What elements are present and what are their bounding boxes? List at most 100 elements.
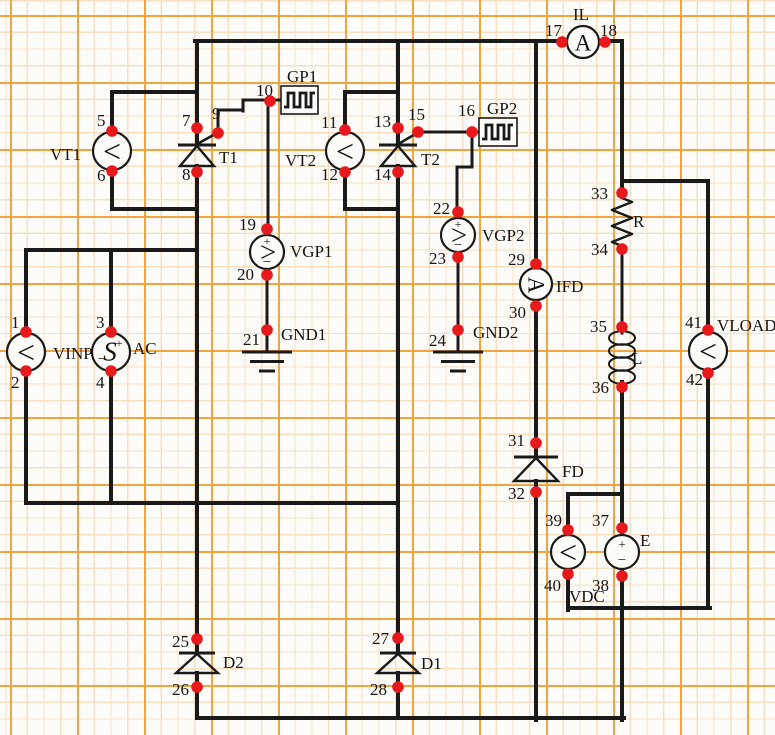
node-dot-41[interactable] <box>702 324 714 336</box>
d1-label: D1 <box>421 654 442 673</box>
node-dot-37[interactable] <box>616 522 628 534</box>
node-number-7: 7 <box>182 111 191 130</box>
node-dot-38[interactable] <box>616 570 628 582</box>
node-number-14: 14 <box>374 165 391 184</box>
t2-symbol[interactable] <box>378 143 418 168</box>
gnd1-symbol[interactable] <box>242 350 292 373</box>
node-dot-6[interactable] <box>106 165 118 177</box>
gnd1-label: GND1 <box>281 325 327 344</box>
node-number-30: 30 <box>509 303 526 322</box>
node-dot-11[interactable] <box>339 124 351 136</box>
r-label: R <box>633 212 645 231</box>
node-dot-12[interactable] <box>339 166 351 178</box>
node-dot-21[interactable] <box>261 324 273 336</box>
node-number-37: 37 <box>592 511 609 530</box>
vt2-glyph-glyph: < <box>335 133 355 169</box>
vt2-label: VT2 <box>285 151 317 170</box>
node-number-32: 32 <box>508 484 525 503</box>
node-dot-18[interactable] <box>599 36 611 48</box>
ac-label: AC <box>133 339 157 358</box>
node-number-5: 5 <box>97 111 106 130</box>
node-dot-17[interactable] <box>556 36 568 48</box>
node-dot-5[interactable] <box>106 125 118 137</box>
node-dot-28[interactable] <box>392 681 404 693</box>
t2-label: T2 <box>421 150 440 169</box>
node-dot-1[interactable] <box>20 326 32 338</box>
vgp1-minus-glyph: − <box>262 254 272 271</box>
vgp1-glyph-glyph: > <box>259 236 277 269</box>
node-dot-29[interactable] <box>530 258 542 270</box>
node-dot-15[interactable] <box>412 126 424 138</box>
node-dot-31[interactable] <box>530 437 542 449</box>
vinp-label: VINP <box>53 344 93 363</box>
l-label: L <box>632 349 643 368</box>
node-number-39: 39 <box>545 511 562 530</box>
node-number-33: 33 <box>591 184 608 203</box>
vgp1-symbol[interactable] <box>248 233 286 271</box>
vgp2-label: VGP2 <box>482 226 525 245</box>
node-number-18: 18 <box>600 21 617 40</box>
d2-symbol[interactable] <box>172 651 222 675</box>
vdc-label: VDC <box>569 587 605 606</box>
node-dot-27[interactable] <box>392 632 404 644</box>
node-dot-3[interactable] <box>105 326 117 338</box>
vinp-glyph-glyph: < <box>16 334 36 370</box>
node-number-40: 40 <box>544 576 561 595</box>
node-dot-36[interactable] <box>616 381 628 393</box>
node-number-24: 24 <box>429 331 446 350</box>
vt1-label: VT1 <box>50 145 82 164</box>
node-dot-22[interactable] <box>452 206 464 218</box>
gnd2-symbol[interactable] <box>433 350 483 373</box>
gp2-label: GP2 <box>487 99 518 118</box>
e-symbol[interactable] <box>603 533 641 571</box>
node-dot-19[interactable] <box>261 223 273 235</box>
node-dot-32[interactable] <box>530 486 542 498</box>
node-dot-39[interactable] <box>562 524 574 536</box>
il-label: IL <box>573 5 590 24</box>
node-dot-42[interactable] <box>702 367 714 379</box>
vgp1-plus-glyph: + <box>263 234 271 248</box>
node-dot-33[interactable] <box>616 187 628 199</box>
node-dot-13[interactable] <box>392 122 404 134</box>
node-dot-35[interactable] <box>616 321 628 333</box>
node-dot-23[interactable] <box>452 251 464 263</box>
node-dot-10[interactable] <box>264 95 276 107</box>
node-dot-34[interactable] <box>616 243 628 255</box>
node-dot-7[interactable] <box>191 122 203 134</box>
vt1-glyph-glyph: < <box>102 133 122 169</box>
node-number-27: 27 <box>372 629 389 648</box>
vdc-glyph-glyph: < <box>558 534 578 570</box>
node-dot-14[interactable] <box>392 166 404 178</box>
node-dot-26[interactable] <box>191 681 203 693</box>
node-dot-40[interactable] <box>562 568 574 580</box>
node-dot-16[interactable] <box>466 126 478 138</box>
node-number-29: 29 <box>508 250 525 269</box>
node-number-4: 4 <box>96 373 105 392</box>
node-dot-8[interactable] <box>191 166 203 178</box>
ifd-glyph-glyph: A <box>523 276 549 294</box>
node-dot-20[interactable] <box>261 269 273 281</box>
node-number-25: 25 <box>172 632 189 651</box>
node-dot-30[interactable] <box>530 300 542 312</box>
node-dot-4[interactable] <box>105 365 117 377</box>
node-number-10: 10 <box>256 81 273 100</box>
d1-symbol[interactable] <box>373 651 423 675</box>
il-glyph-glyph: A <box>574 30 592 56</box>
t1-symbol[interactable] <box>177 143 217 168</box>
node-number-34: 34 <box>591 240 608 259</box>
node-dot-25[interactable] <box>191 633 203 645</box>
node-number-2: 2 <box>11 373 20 392</box>
node-number-11: 11 <box>321 113 338 132</box>
node-number-22: 22 <box>433 199 450 218</box>
node-number-28: 28 <box>370 680 387 699</box>
gp1-symbol[interactable] <box>280 85 319 115</box>
node-dot-9[interactable] <box>212 127 224 139</box>
node-dot-24[interactable] <box>452 324 464 336</box>
node-number-8: 8 <box>182 165 191 184</box>
node-dot-2[interactable] <box>20 365 32 377</box>
gp2-symbol[interactable] <box>478 117 518 147</box>
fd-symbol[interactable] <box>511 455 561 483</box>
r-symbol[interactable] <box>610 195 634 249</box>
node-number-12: 12 <box>321 165 338 184</box>
